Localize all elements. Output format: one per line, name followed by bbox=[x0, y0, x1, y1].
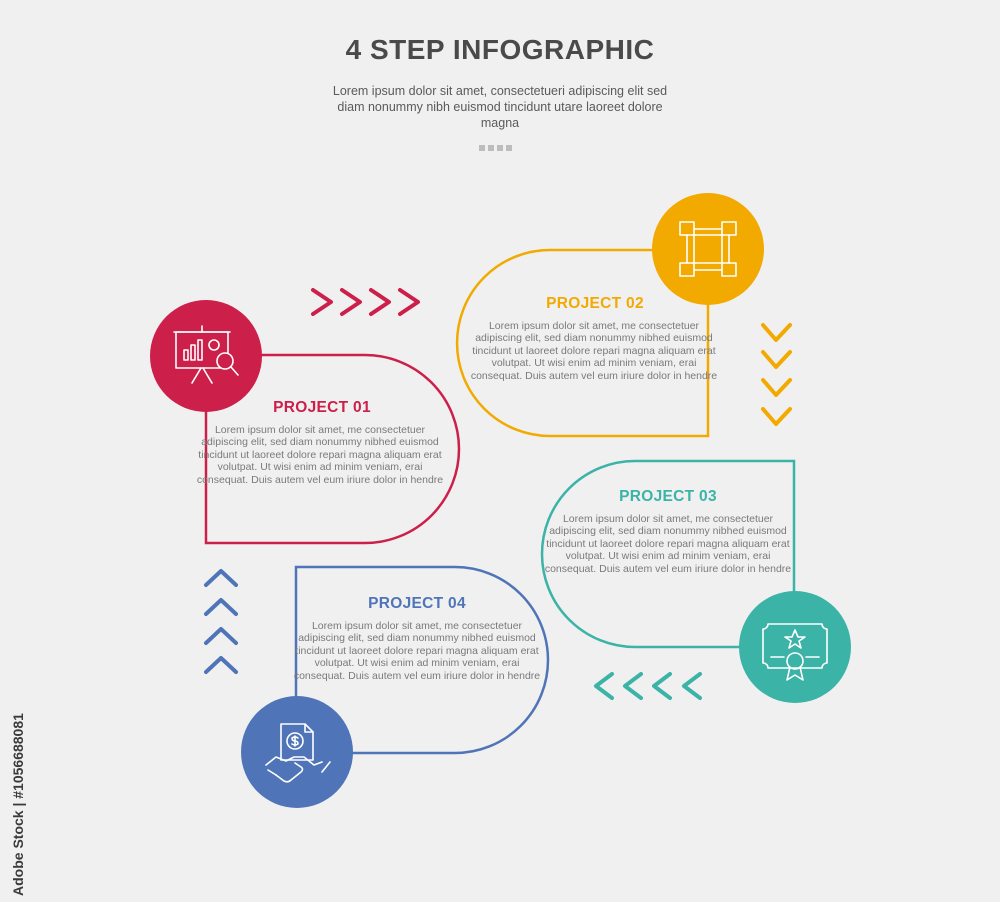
stock-watermark-id: Adobe Stock | #1056688081 bbox=[10, 713, 26, 896]
step-1-icon-circle bbox=[150, 300, 262, 412]
step-2-outline bbox=[455, 248, 710, 438]
step-4-body: Lorem ipsum dolor sit amet, me consectet… bbox=[293, 620, 541, 682]
presentation-board-icon bbox=[173, 325, 239, 384]
page-subtitle: Lorem ipsum dolor sit amet, consectetuer… bbox=[332, 84, 668, 130]
handshake-deal-icon bbox=[265, 723, 331, 783]
chevrons-up bbox=[204, 569, 238, 674]
step-3-body: Lorem ipsum dolor sit amet, me consectet… bbox=[544, 513, 792, 575]
page-title: 4 STEP INFOGRAPHIC bbox=[345, 34, 655, 65]
teamwork-hands-icon bbox=[679, 221, 737, 277]
step-3-icon-circle bbox=[739, 591, 851, 703]
step-4-title: PROJECT 04 bbox=[368, 595, 466, 612]
step-1-title: PROJECT 01 bbox=[273, 399, 371, 416]
certificate-icon bbox=[762, 623, 828, 681]
step-3-title: PROJECT 03 bbox=[619, 488, 717, 505]
step-3-outline bbox=[540, 459, 796, 649]
title-divider-dots bbox=[479, 138, 515, 156]
step-4-outline bbox=[294, 565, 550, 755]
chevrons-left bbox=[594, 672, 702, 700]
step-2-icon-circle bbox=[652, 193, 764, 305]
step-1-outline bbox=[204, 353, 461, 545]
chevrons-down bbox=[761, 323, 792, 426]
step-1-body: Lorem ipsum dolor sit amet, me consectet… bbox=[196, 424, 444, 486]
step-2-body: Lorem ipsum dolor sit amet, me consectet… bbox=[470, 320, 718, 382]
step-2-title: PROJECT 02 bbox=[546, 295, 644, 312]
step-4-icon-circle bbox=[241, 696, 353, 808]
chevrons-right bbox=[311, 288, 420, 316]
